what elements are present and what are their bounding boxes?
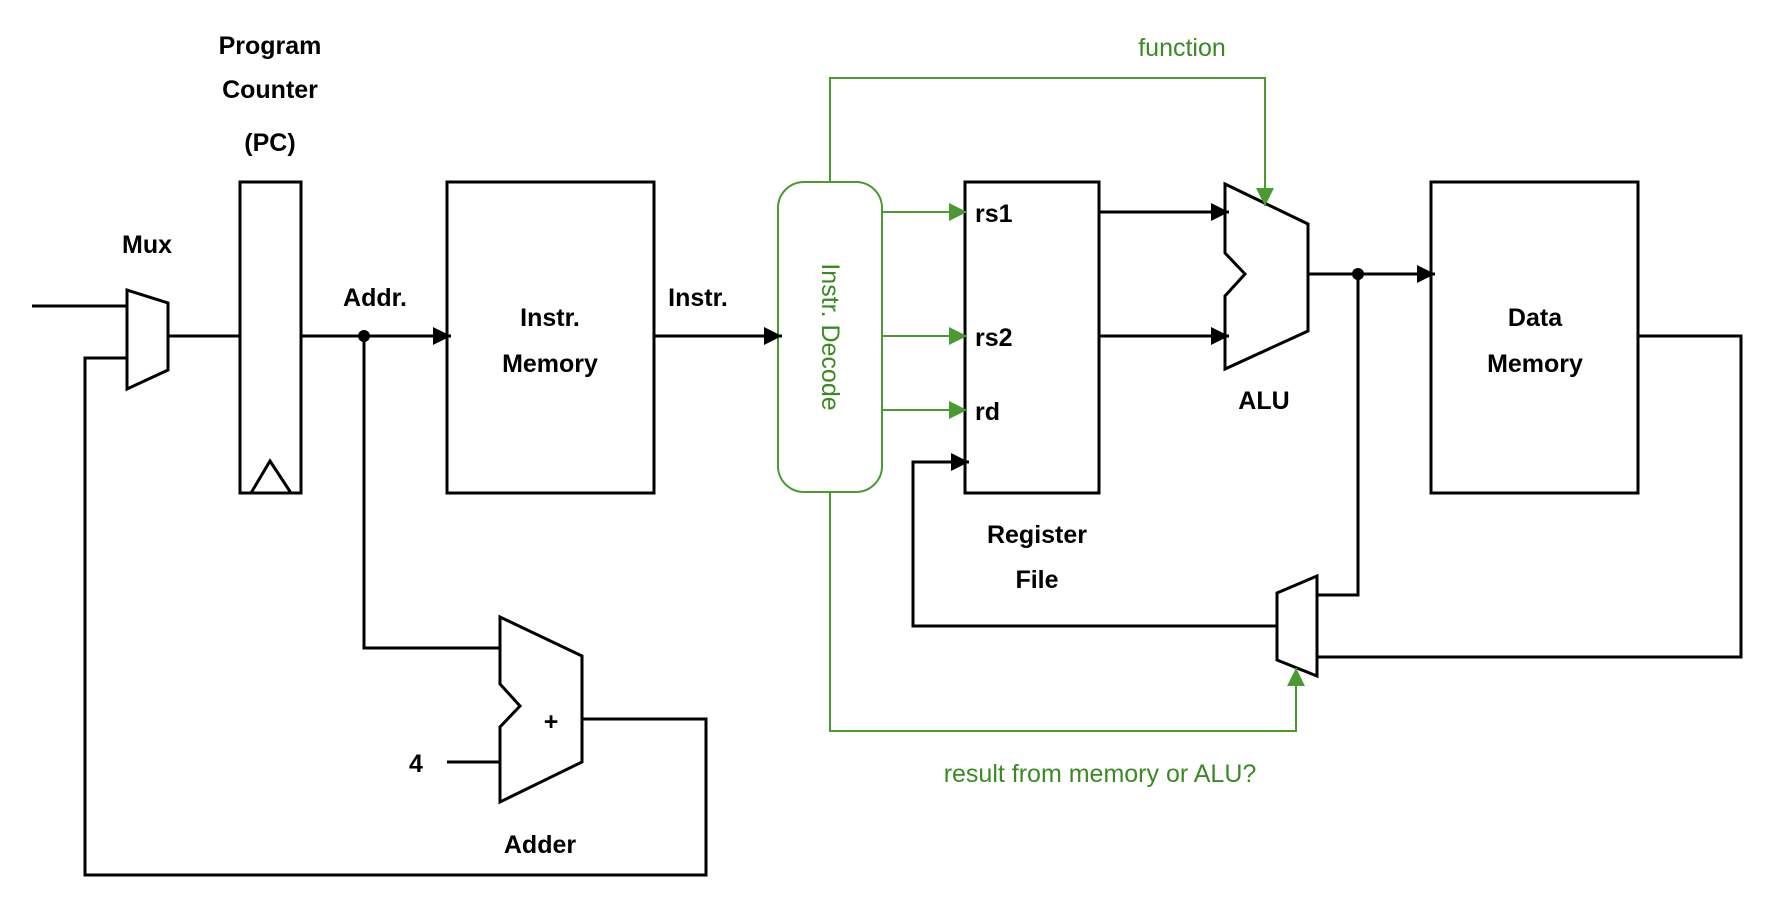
dmem-to-result-mux-wire: [1317, 334, 1743, 659]
alu-label: ALU: [1238, 387, 1289, 415]
data-memory-block: [1429, 180, 1640, 495]
pc-label-line3: (PC): [244, 129, 295, 157]
program-counter-block: [238, 180, 303, 495]
data-memory-label-line2: Memory: [1487, 350, 1583, 378]
addr-to-adder-wire: [362, 336, 500, 650]
data-memory-label-line1: Data: [1508, 304, 1563, 332]
writeback-wire: [911, 453, 1277, 628]
alu-block: [1223, 181, 1310, 372]
pc-label-line1: Program: [219, 32, 322, 60]
instr-label: Instr.: [668, 284, 728, 312]
function-control-wire: [829, 77, 1274, 206]
adder-plus-label: +: [544, 708, 559, 736]
instruction-memory-block: [445, 180, 656, 495]
result-select-label: result from memory or ALU?: [944, 760, 1257, 788]
addr-label: Addr.: [343, 284, 407, 312]
result-select-control-wire: [829, 492, 1305, 732]
decode-label: Instr. Decode: [816, 263, 844, 410]
imem-label-line1: Instr.: [520, 304, 580, 332]
pc-label-line2: Counter: [222, 76, 318, 104]
clock-triangle-icon: [249, 458, 293, 494]
imem-label-line2: Memory: [502, 350, 598, 378]
adder-feedback-wire: [83, 356, 708, 877]
mux-label: Mux: [122, 231, 172, 259]
alu-to-result-mux-wire: [1317, 274, 1360, 597]
adder-block: [498, 614, 584, 805]
rs1-label: rs1: [975, 200, 1013, 228]
regfile-label-line1: Register: [987, 521, 1087, 549]
function-label: function: [1138, 34, 1226, 62]
result-mux: [1275, 573, 1319, 679]
four-constant-label: 4: [409, 750, 423, 778]
regfile-label-line2: File: [1015, 566, 1058, 594]
rd-label: rd: [975, 398, 1000, 426]
pc-mux: [125, 287, 170, 392]
adder-label: Adder: [504, 831, 577, 859]
rs2-label: rs2: [975, 324, 1013, 352]
